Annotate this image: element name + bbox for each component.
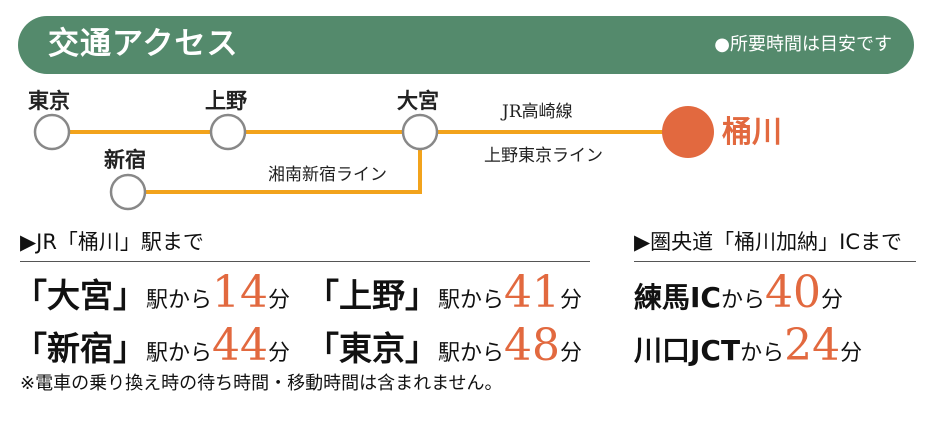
car-origin-name: 練馬IC [634,281,721,314]
train-suffix: 駅から [438,341,505,366]
car-section-divider [634,261,916,262]
station-label-okegawa: 桶川 [722,115,782,150]
route-map [33,106,714,211]
train-minutes: 48 [504,320,561,371]
line-label-shonan-shinjuku: 湘南新宿ライン [268,165,387,185]
train-section-heading: ▶JR「桶川」駅まで [20,230,204,254]
station-label-shinjuku: 新宿 [104,148,146,172]
train-minutes: 41 [504,267,561,318]
route-lines [52,130,690,194]
car-minutes: 24 [784,320,841,371]
car-suffix: から [740,341,785,366]
train-time-omiya: 「大宮」駅から14分 [14,268,290,327]
train-station-name: 「新宿」 [14,329,146,368]
station-ueno-marker [209,113,247,151]
station-label-omiya: 大宮 [397,89,439,113]
train-suffix: 駅から [438,288,505,313]
line-label-ueno-tokyo: 上野東京ライン [484,146,603,166]
train-minutes: 14 [212,267,269,318]
train-section-divider [20,261,590,262]
train-suffix: 駅から [146,288,213,313]
car-time-kawaguchi: 川口JCTから24分 [634,321,862,380]
minute-unit: 分 [268,341,291,366]
train-minutes: 44 [212,320,269,371]
station-shinjuku-marker [109,173,147,211]
minute-unit: 分 [560,288,583,313]
station-tokyo-marker [33,113,71,151]
station-label-ueno: 上野 [205,89,247,113]
footnote: ※電車の乗り換え時の待ち時間・移動時間は含まれません。 [20,373,503,394]
station-omiya-marker [401,113,439,151]
header-bar: 交通アクセス ●所要時間は目安です [18,16,914,74]
minute-unit: 分 [268,288,291,313]
minute-unit: 分 [560,341,583,366]
car-suffix: から [720,288,765,313]
train-time-tokyo: 「東京」駅から48分 [306,321,582,380]
train-station-name: 「大宮」 [14,276,146,315]
shonan-shinjuku-line [128,132,422,194]
car-origin-name: 川口JCT [634,334,741,367]
minute-unit: 分 [840,341,863,366]
train-time-ueno: 「上野」駅から41分 [306,268,582,327]
train-station-name: 「東京」 [306,329,438,368]
station-okegawa-marker [662,106,714,158]
train-time-shinjuku: 「新宿」駅から44分 [14,321,290,380]
line-label-jr-takasaki: JR高崎線 [502,102,573,122]
car-time-nerima: 練馬ICから40分 [634,268,843,327]
train-suffix: 駅から [146,341,213,366]
train-station-name: 「上野」 [306,276,438,315]
page-title: 交通アクセス [48,26,239,62]
station-label-tokyo: 東京 [28,89,70,113]
car-minutes: 40 [764,267,821,318]
car-section-heading: ▶圏央道「桶川加納」ICまで [634,230,903,254]
minute-unit: 分 [820,288,843,313]
time-estimate-note: ●所要時間は目安です [714,34,892,55]
